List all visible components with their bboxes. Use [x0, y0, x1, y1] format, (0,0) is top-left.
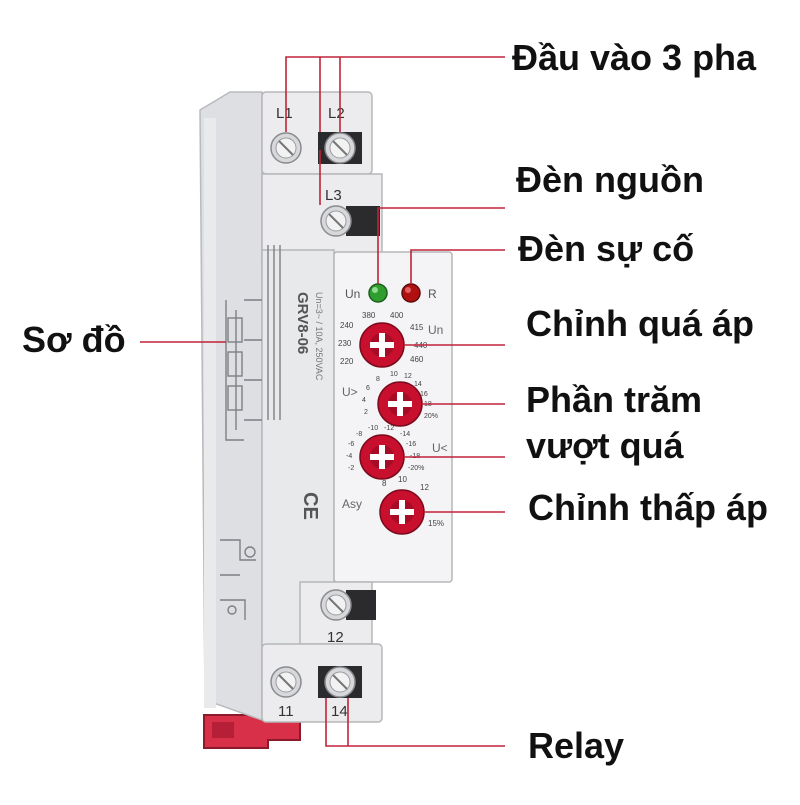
knob2-label: U>: [342, 385, 358, 399]
ce-mark: CE: [299, 492, 321, 520]
callout-relay: Relay: [528, 725, 625, 766]
svg-text:460: 460: [410, 355, 424, 364]
terminal-l3-label: L3: [325, 187, 342, 204]
svg-text:8: 8: [376, 376, 380, 383]
terminal-11: 11: [270, 666, 302, 720]
callout-lines: [140, 56, 505, 747]
terminal-12: 12: [320, 589, 376, 646]
svg-text:15%: 15%: [428, 519, 444, 528]
svg-text:400: 400: [390, 311, 404, 320]
power-led: Un: [345, 283, 388, 303]
terminal-l2-label: L2: [328, 105, 345, 122]
side-specs-text: GRV8-06 Un=3~ / 10A, 250VAC CE: [294, 292, 324, 520]
svg-text:-8: -8: [356, 431, 362, 438]
knob4-label: Asy: [342, 497, 362, 511]
wiring-schematic: [220, 245, 281, 620]
callout-fault-led: Đèn sự cố: [518, 228, 695, 269]
terminal-l1: L1: [270, 105, 302, 164]
svg-text:-6: -6: [348, 441, 354, 448]
svg-text:380: 380: [362, 311, 376, 320]
svg-text:2: 2: [364, 409, 368, 416]
leader-relay: [325, 698, 505, 747]
svg-text:-2: -2: [348, 465, 354, 472]
voltage-knob[interactable]: Un 380 400 415 440 460 240 230 220: [338, 311, 443, 368]
power-led-label: Un: [345, 287, 360, 301]
terminal-l3: L3: [320, 187, 380, 237]
overvoltage-percent-knob[interactable]: U> 2 4 6 8 10 12 14 16 18 20%: [342, 371, 438, 427]
knob1-label: Un: [428, 323, 443, 337]
svg-text:220: 220: [340, 357, 354, 366]
callout-wiring-diagram: Sơ đồ: [22, 319, 126, 360]
leader-power-led: [377, 207, 505, 284]
fault-led-label: R: [428, 287, 437, 301]
leader-fault-led: [410, 249, 505, 284]
svg-text:-20%: -20%: [408, 465, 424, 472]
svg-text:-4: -4: [346, 453, 352, 460]
callout-power-led: Đèn nguồn: [516, 159, 704, 200]
terminal-14-label: 14: [331, 703, 348, 720]
svg-text:20%: 20%: [424, 413, 438, 420]
leader-three-phase: [285, 56, 505, 132]
svg-text:12: 12: [404, 373, 412, 380]
specs-label: Un=3~ / 10A, 250VAC: [314, 292, 324, 381]
svg-text:8: 8: [382, 479, 387, 488]
svg-text:-16: -16: [406, 441, 416, 448]
callout-percent-exceed-line1: Phần trăm: [526, 379, 703, 420]
callout-three-phase-input: Đầu vào 3 pha: [512, 37, 757, 78]
svg-text:230: 230: [338, 339, 352, 348]
svg-text:16: 16: [420, 391, 428, 398]
model-label: GRV8-06: [294, 292, 311, 354]
housing-side: [199, 91, 263, 722]
terminal-11-label: 11: [278, 703, 294, 720]
callout-overvoltage-adjust: Chỉnh quá áp: [526, 303, 754, 344]
svg-text:12: 12: [420, 483, 429, 492]
svg-text:4: 4: [362, 397, 366, 404]
terminal-12-label: 12: [327, 629, 344, 646]
svg-text:14: 14: [414, 381, 422, 388]
svg-text:-10: -10: [368, 425, 378, 432]
housing-main: [261, 91, 453, 723]
svg-text:10: 10: [398, 475, 407, 484]
callout-undervoltage-adjust: Chỉnh thấp áp: [528, 487, 768, 528]
callout-percent-exceed-line2: vượt quá: [526, 425, 684, 466]
terminal-14: 14: [318, 666, 362, 720]
svg-text:415: 415: [410, 323, 424, 332]
svg-text:240: 240: [340, 321, 354, 330]
undervoltage-percent-knob[interactable]: U< -2 -4 -6 -8 -10 -12 -14 -16 -18 -20%: [346, 425, 448, 480]
knob3-label: U<: [432, 441, 448, 455]
svg-text:-12: -12: [384, 425, 394, 432]
svg-text:10: 10: [390, 371, 398, 378]
terminal-l1-label: L1: [276, 105, 293, 122]
svg-text:6: 6: [366, 385, 370, 392]
asymmetry-knob[interactable]: Asy 8 10 12 15%: [342, 475, 444, 535]
svg-text:-14: -14: [400, 431, 410, 438]
